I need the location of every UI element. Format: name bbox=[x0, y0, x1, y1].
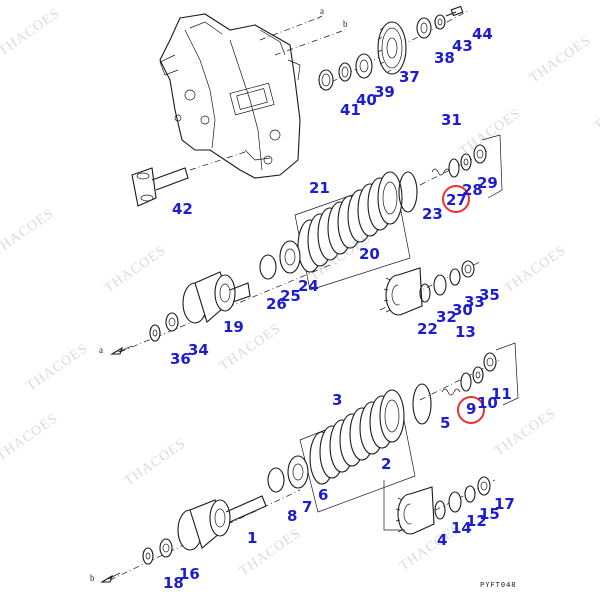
part-23-snap-ring bbox=[398, 171, 418, 213]
part-1-shaft-housing bbox=[177, 495, 267, 551]
callout-21[interactable]: 21 bbox=[309, 179, 330, 197]
part-17-nut bbox=[477, 476, 491, 496]
callout-41[interactable]: 41 bbox=[340, 101, 361, 119]
callout-40[interactable]: 40 bbox=[356, 91, 377, 109]
callout-3[interactable]: 3 bbox=[332, 391, 343, 409]
part-11-washer bbox=[472, 366, 484, 384]
callout-34[interactable]: 34 bbox=[188, 341, 209, 359]
part-31-nut bbox=[473, 144, 487, 164]
part-8-ring bbox=[267, 467, 285, 493]
callout-16[interactable]: 16 bbox=[179, 565, 200, 583]
callout-10[interactable]: 10 bbox=[477, 394, 498, 412]
callout-20[interactable]: 20 bbox=[359, 245, 380, 263]
callout-25[interactable]: 25 bbox=[280, 287, 301, 305]
callout-17[interactable]: 17 bbox=[494, 495, 515, 513]
callout-38[interactable]: 38 bbox=[434, 49, 455, 67]
callout-37[interactable]: 37 bbox=[399, 68, 420, 86]
callout-42[interactable]: 42 bbox=[172, 200, 193, 218]
part-39-bearing bbox=[355, 53, 373, 79]
part-13-nut bbox=[483, 352, 497, 372]
part-19-piston-housing bbox=[182, 271, 251, 324]
part-12-washer bbox=[464, 485, 476, 503]
part-44-bolt bbox=[445, 5, 464, 17]
part-9-ring bbox=[460, 372, 472, 392]
callout-44[interactable]: 44 bbox=[472, 25, 493, 43]
callout-15[interactable]: 15 bbox=[479, 505, 500, 523]
part-29-washer bbox=[460, 153, 472, 171]
callout-4[interactable]: 4 bbox=[437, 531, 448, 549]
leader-letter-a-bottom: a bbox=[99, 345, 103, 355]
part-41-ring bbox=[318, 69, 334, 91]
part-6-bearing bbox=[287, 455, 309, 489]
part-34-washer bbox=[165, 312, 179, 332]
part-32-bearing bbox=[433, 274, 447, 296]
callout-7[interactable]: 7 bbox=[302, 498, 313, 516]
part-33-washer bbox=[449, 268, 461, 286]
callout-6[interactable]: 6 bbox=[318, 486, 329, 504]
callout-26[interactable]: 26 bbox=[266, 295, 287, 313]
part-20-hub-gear bbox=[383, 267, 423, 316]
callout-39[interactable]: 39 bbox=[374, 83, 395, 101]
part-18-ring bbox=[142, 547, 154, 565]
part-40-ring bbox=[338, 62, 352, 82]
callout-5[interactable]: 5 bbox=[440, 414, 451, 432]
part-42-flange bbox=[131, 151, 246, 207]
callout-28[interactable]: 28 bbox=[462, 181, 483, 199]
part-2-hub-gear bbox=[395, 486, 435, 535]
leader-letter-b-top: b bbox=[343, 19, 348, 29]
part-5-snap-ring bbox=[412, 383, 432, 425]
callout-43[interactable]: 43 bbox=[452, 37, 473, 55]
callout-30[interactable]: 30 bbox=[452, 301, 473, 319]
callout-33[interactable]: 33 bbox=[464, 293, 485, 311]
callout-23[interactable]: 23 bbox=[422, 205, 443, 223]
part-38-bearing bbox=[416, 17, 432, 39]
callout-9[interactable]: 9 bbox=[466, 400, 477, 418]
callout-19[interactable]: 19 bbox=[223, 318, 244, 336]
callout-2[interactable]: 2 bbox=[381, 455, 392, 473]
part-37-gear bbox=[377, 21, 407, 75]
part-21-clutch-plates bbox=[294, 171, 411, 291]
callout-12[interactable]: 12 bbox=[466, 512, 487, 530]
callout-13[interactable]: 13 bbox=[455, 323, 476, 341]
transmission-case bbox=[159, 13, 301, 179]
callout-8[interactable]: 8 bbox=[287, 507, 298, 525]
callout-31[interactable]: 31 bbox=[441, 111, 462, 129]
part-14-bearing bbox=[448, 491, 462, 513]
callout-11[interactable]: 11 bbox=[491, 385, 512, 403]
part-4-ring bbox=[434, 500, 446, 520]
part-36-ring bbox=[149, 324, 161, 342]
callout-35[interactable]: 35 bbox=[479, 286, 500, 304]
part-35-nut bbox=[461, 260, 475, 278]
part-3-clutch-plates bbox=[299, 389, 416, 513]
callout-24[interactable]: 24 bbox=[298, 277, 319, 295]
part-26-ring bbox=[259, 254, 277, 280]
drawing-code: PYFT048 bbox=[480, 581, 517, 589]
callout-1[interactable]: 1 bbox=[247, 529, 258, 547]
leader-letter-b-bottom: b bbox=[90, 573, 95, 583]
callout-32[interactable]: 32 bbox=[436, 308, 457, 326]
callout-18[interactable]: 18 bbox=[163, 574, 184, 592]
callout-22[interactable]: 22 bbox=[417, 320, 438, 338]
part-28-spring bbox=[431, 168, 451, 176]
part-43-washer bbox=[434, 14, 446, 30]
part-27-ring bbox=[448, 158, 460, 178]
part-16-washer bbox=[159, 538, 173, 558]
part-10-spring bbox=[441, 388, 461, 396]
part-24-bearing bbox=[279, 240, 301, 274]
leader-letter-a-top: a bbox=[320, 6, 324, 16]
callout-29[interactable]: 29 bbox=[477, 174, 498, 192]
part-22-ring bbox=[419, 283, 431, 303]
callout-27[interactable]: 27 bbox=[446, 191, 467, 209]
callout-14[interactable]: 14 bbox=[451, 519, 472, 537]
callout-36[interactable]: 36 bbox=[170, 350, 191, 368]
highlight-circle-27 bbox=[442, 185, 470, 213]
highlight-circle-9 bbox=[457, 396, 485, 424]
